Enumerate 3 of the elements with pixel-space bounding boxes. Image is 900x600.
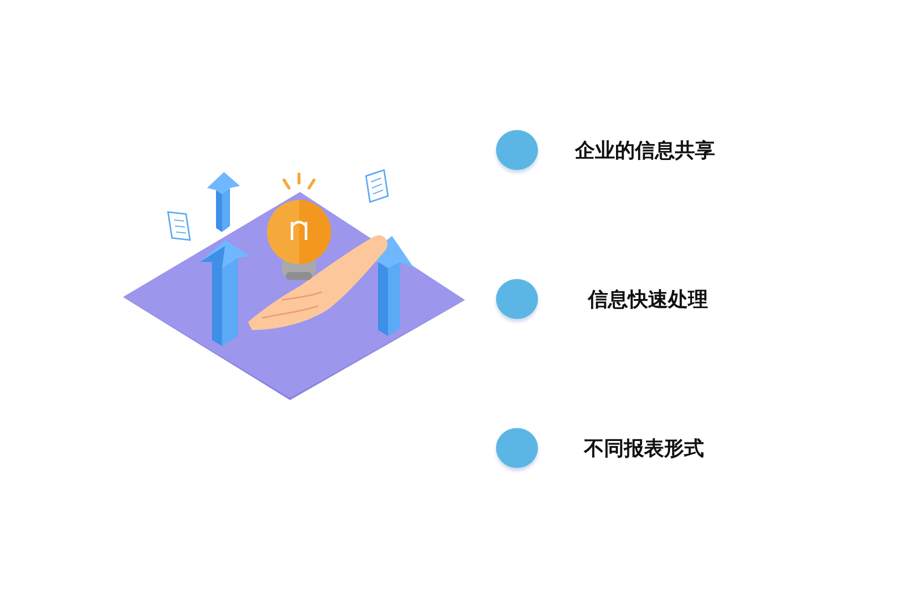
- item-text: 信息快速处理: [588, 287, 708, 311]
- item-text: 不同报表形式: [584, 436, 704, 460]
- item-text: 企业的信息共享: [575, 138, 715, 162]
